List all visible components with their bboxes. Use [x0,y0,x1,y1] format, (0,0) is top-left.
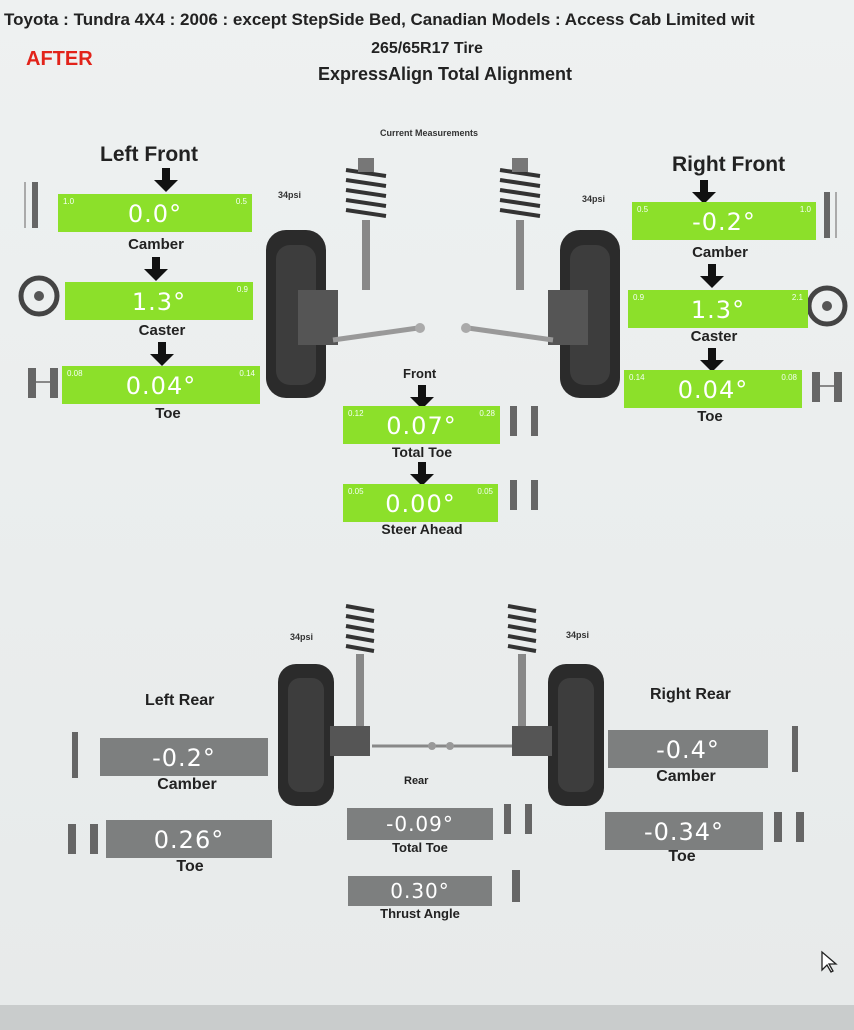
rear-total-toe-label: Total Toe [392,840,448,855]
caster-icon [806,285,848,327]
right-front-caster-gauge: 0.9 1.3° 2.1 [628,290,808,328]
front-total-toe-label: Total Toe [391,444,453,460]
left-rear-tire-pressure: 34psi [290,632,314,642]
steer-ahead-icon [510,480,538,510]
left-front-camber-gauge: 1.0 0.0° 0.5 [58,194,252,232]
vehicle-title: Toyota : Tundra 4X4 : 2006 : except Step… [4,10,755,29]
right-rear-toe-value: -0.34° [643,818,725,846]
left-rear-toe-label: Toe [176,858,204,875]
left-front-tire-pressure: 34psi [278,190,302,200]
right-rear-camber-label: Camber [656,768,716,785]
left-rear-toe-gauge: 0.26° [106,820,272,858]
right-rear-toe-label: Toe [668,848,696,865]
front-suspension-illustration [266,158,620,398]
left-front-camber-value: 0.0° [127,200,183,228]
thrust-angle-value: 0.30° [390,879,450,903]
section-label: Current Measurements [380,128,479,138]
left-rear-toe-value: 0.26° [153,826,225,854]
right-front-tire-pressure: 34psi [582,194,606,204]
right-front-toe-gauge: 0.14 0.04° 0.08 [624,370,802,408]
total-toe-icon [504,804,532,834]
left-rear-camber-value: -0.2° [152,744,216,772]
rear-label: Rear [404,775,429,787]
rear-total-toe-gauge: -0.09° [347,808,493,840]
right-rear-tire-pressure: 34psi [566,630,590,640]
thrust-angle-gauge: 0.30° [348,876,492,906]
front-total-toe-value: 0.07° [386,412,457,440]
camber-icon [792,726,798,772]
mouse-cursor-icon [821,950,838,973]
front-label: Front [403,366,437,381]
right-rear-toe-gauge: -0.34° [605,812,763,850]
tire-size: 265/65R17 Tire [371,40,483,57]
left-front-caster-label: Caster [138,322,186,339]
left-rear-camber-label: Camber [157,776,217,793]
right-front-toe-label: Toe [697,408,723,425]
rear-total-toe-value: -0.09° [386,812,454,836]
steer-ahead-value: 0.00° [385,490,456,518]
camber-icon [24,182,38,228]
front-total-toe-gauge: 0.12 0.07° 0.28 [343,406,500,444]
right-rear-camber-value: -0.4° [656,736,720,764]
camber-icon [824,192,837,238]
left-front-toe-label: Toe [155,405,181,422]
right-front-caster-value: 1.3° [690,296,746,324]
left-rear-title: Left Rear [145,692,215,709]
toe-icon [774,812,804,842]
right-rear-camber-gauge: -0.4° [608,730,768,768]
camber-icon [72,732,78,778]
procedure-title: ExpressAlign Total Alignment [317,64,573,84]
right-front-caster-label: Caster [690,328,738,345]
toe-icon [68,824,98,854]
left-front-toe-value: 0.04° [125,372,197,400]
caster-icon [18,275,60,317]
right-front-title: Right Front [672,153,786,176]
toe-icon [28,368,58,398]
left-front-toe-gauge: 0.08 0.04° 0.14 [62,366,260,404]
right-front-camber-value: -0.2° [692,208,756,236]
right-front-camber-label: Camber [692,244,748,261]
total-toe-icon [510,406,538,436]
rear-suspension-illustration [278,604,604,806]
right-front-camber-gauge: 0.5 -0.2° 1.0 [632,202,816,240]
right-front-toe-value: 0.04° [677,376,749,404]
right-rear-title: Right Rear [650,686,731,703]
after-stamp: AFTER [26,48,93,70]
left-front-title: Left Front [100,143,198,166]
left-front-caster-value: 1.3° [131,288,187,316]
steer-ahead-gauge: 0.05 0.00° 0.05 [343,484,498,522]
thrust-angle-icon [512,870,520,902]
left-front-caster-gauge: 1.3° 0.9 [65,282,253,320]
left-rear-camber-gauge: -0.2° [100,738,268,776]
steer-ahead-label: Steer Ahead [381,521,463,537]
left-front-camber-label: Camber [128,236,184,253]
thrust-angle-label: Thrust Angle [380,906,460,921]
monitor-bezel [0,1005,854,1030]
toe-icon [812,372,842,402]
